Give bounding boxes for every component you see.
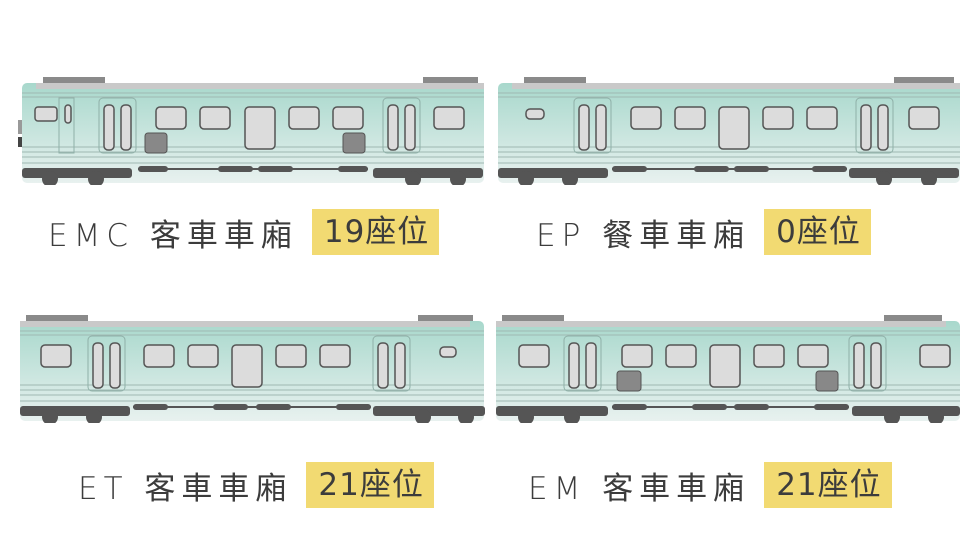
car-name: EMC 客車車廂 (48, 217, 298, 254)
train-car-et (18, 313, 488, 423)
car-caption-et: ET 客車車廂 21座位 (78, 462, 434, 508)
train-car-illustration (496, 315, 960, 423)
car-caption-ep: EP 餐車車廂 0座位 (536, 209, 871, 255)
train-car-ep (494, 75, 964, 185)
train-car-illustration (498, 77, 960, 185)
seat-count-badge: 0座位 (764, 209, 871, 255)
car-name: EM 客車車廂 (528, 470, 751, 507)
seat-count-badge: 21座位 (306, 462, 434, 508)
train-car-emc (18, 75, 488, 185)
train-car-illustration (18, 77, 484, 185)
car-caption-em: EM 客車車廂 21座位 (528, 462, 892, 508)
car-caption-emc: EMC 客車車廂 19座位 (48, 209, 440, 255)
seat-count-badge: 21座位 (764, 462, 892, 508)
train-car-illustration (20, 315, 485, 423)
car-name: ET 客車車廂 (78, 470, 293, 507)
car-name: EP 餐車車廂 (536, 217, 751, 254)
seat-count-badge: 19座位 (311, 209, 440, 255)
train-car-em (494, 313, 964, 423)
